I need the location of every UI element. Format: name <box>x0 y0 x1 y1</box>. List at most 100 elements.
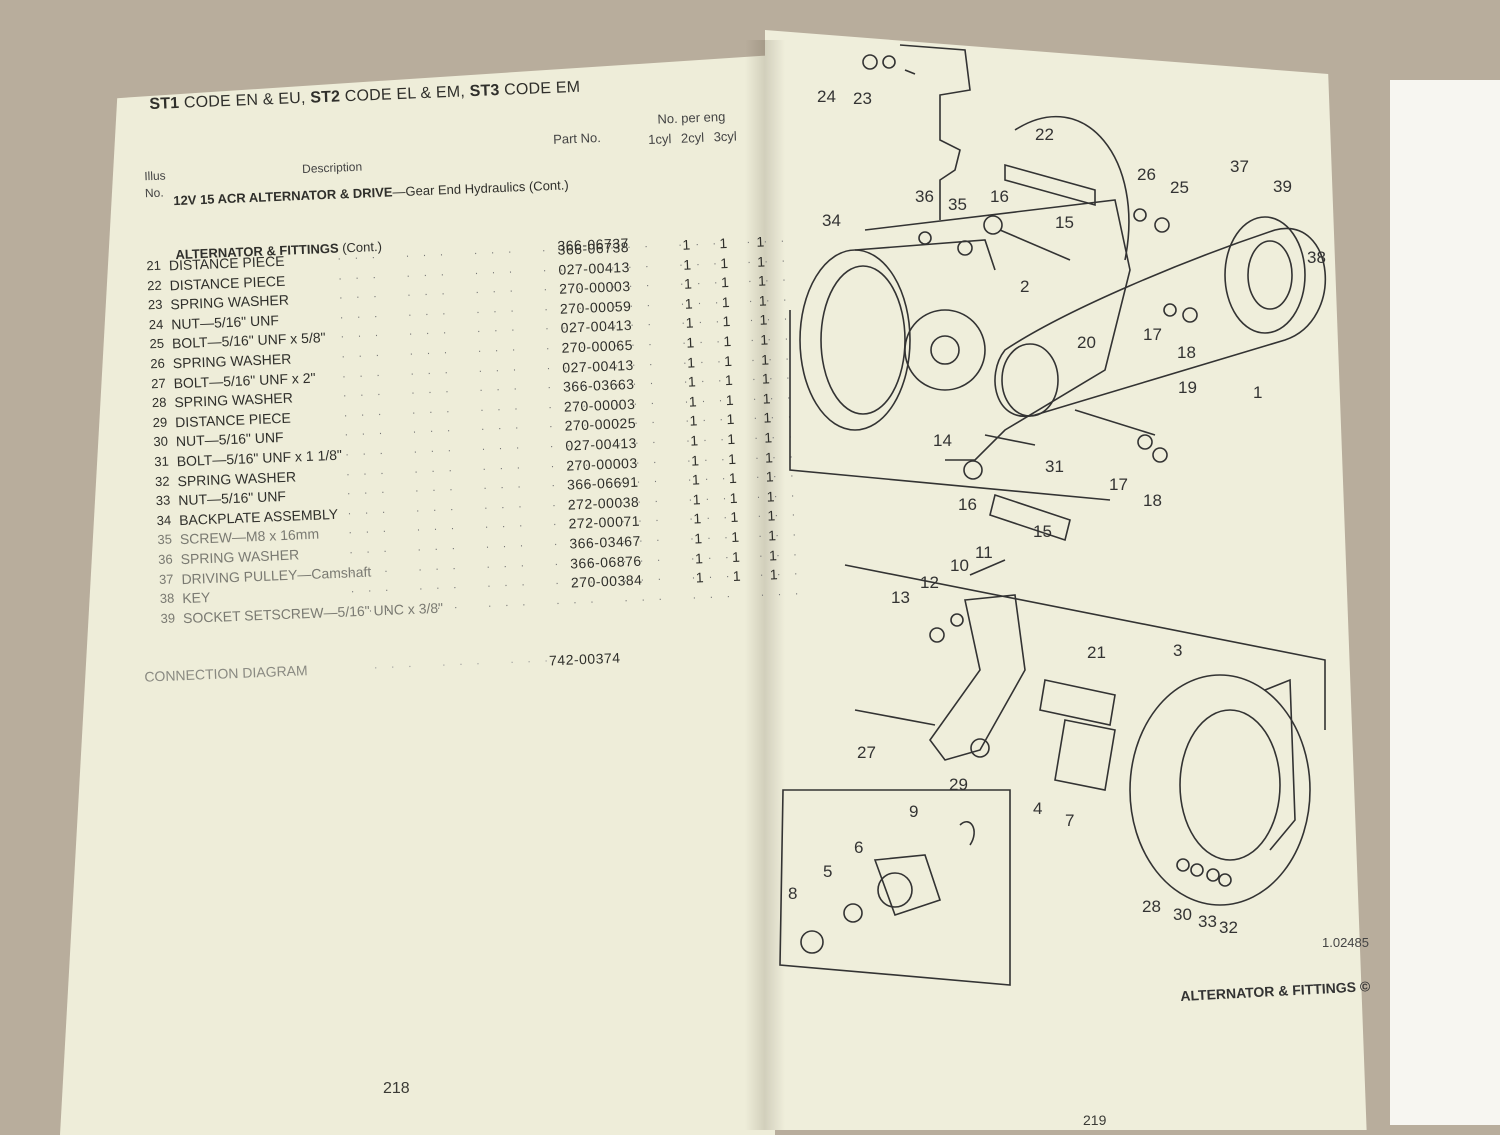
backplate-assembly <box>864 199 1131 461</box>
page-number-right: 219 <box>1083 1112 1107 1128</box>
illus-number: 29 <box>152 414 168 430</box>
bolt-31 <box>984 434 1036 446</box>
part-description: NUT—5/16" UNF <box>175 429 284 450</box>
callout-label: 15 <box>1033 522 1052 541</box>
callout-label: 2 <box>1020 277 1029 296</box>
part-description: NUT—5/16" UNF <box>178 488 287 509</box>
fan-wheel <box>904 309 986 391</box>
drawing-linework <box>779 44 1327 986</box>
callout-label: 32 <box>1219 918 1238 937</box>
callout-label: 22 <box>1035 125 1054 144</box>
washer-17-top <box>1163 303 1177 317</box>
regulator-4 <box>1054 719 1116 791</box>
nut-32 <box>1218 873 1232 887</box>
illus-number: 22 <box>146 277 162 293</box>
illus-number: 31 <box>153 453 170 470</box>
distance-piece-22 <box>1004 163 1096 207</box>
washer-16 <box>963 460 983 480</box>
alternator-pulley <box>1001 343 1059 417</box>
illus-number: 33 <box>155 492 171 509</box>
callout-label: 5 <box>823 862 832 881</box>
plug-6 <box>873 854 942 917</box>
inset-frame <box>779 789 1011 986</box>
illus-number: 23 <box>147 296 163 313</box>
part-description: SPRING WASHER <box>170 291 290 313</box>
illus-number: 36 <box>157 551 173 568</box>
bolt-19 <box>1074 409 1156 436</box>
frame-line-upper <box>789 310 1111 501</box>
callout-label: 14 <box>933 431 952 450</box>
parts-list: ST1 CODE EN & EU, ST2 CODE EL & EM, ST3 … <box>100 44 812 1070</box>
column-header-cylinders: 1cyl 2cyl 3cyl <box>647 128 738 148</box>
left-page <box>60 55 775 1135</box>
washer-23 <box>882 55 896 69</box>
header-st2: ST2 <box>309 88 341 107</box>
page-number-left: 218 <box>383 1080 410 1097</box>
nut-24 <box>862 54 878 70</box>
part-description: DISTANCE PIECE <box>168 252 285 274</box>
washer-33 <box>1206 868 1220 882</box>
illus-number: 27 <box>150 375 166 391</box>
washer-28 <box>1176 858 1190 872</box>
callout-label: 26 <box>1137 165 1156 184</box>
header-code1: CODE EN & EU, <box>179 89 311 112</box>
illus-number: 38 <box>159 590 175 607</box>
screw-11 <box>969 559 1006 576</box>
column-header-illus-line1: Illus <box>144 168 166 184</box>
callout-label: 28 <box>1142 897 1161 916</box>
illus-number: 34 <box>156 512 172 528</box>
header-code3: CODE EM <box>499 78 581 99</box>
illus-number: 28 <box>151 394 167 411</box>
callout-label: 33 <box>1198 912 1217 931</box>
fan-hub <box>930 335 960 365</box>
callout-label: 31 <box>1045 457 1064 476</box>
screw-35 <box>957 240 973 256</box>
header-code2: CODE EL & EM, <box>339 83 470 106</box>
washer-26 <box>1133 208 1147 222</box>
callout-label: 4 <box>1033 799 1042 818</box>
callout-label: 10 <box>950 556 969 575</box>
section-title: 12V 15 ACR ALTERNATOR & DRIVE—Gear End H… <box>173 177 569 208</box>
callout-label: 25 <box>1170 178 1189 197</box>
callout-label: 11 <box>975 543 993 562</box>
illus-number: 35 <box>157 531 173 548</box>
shroud-top <box>854 239 996 271</box>
callout-label: 16 <box>990 187 1009 206</box>
washer-12 <box>950 613 964 627</box>
section-title-rest: —Gear End Hydraulics (Cont.) <box>392 177 569 200</box>
connection-diagram-row: CONNECTION DIAGRAM ... ... ... ... 742-0… <box>144 643 784 685</box>
clip-9 <box>959 821 975 846</box>
callout-label: 23 <box>853 89 872 108</box>
fan-shroud <box>799 249 911 431</box>
bolt-27 <box>854 709 936 726</box>
callout-label: 38 <box>1307 248 1326 267</box>
distance-piece-15 <box>989 493 1071 542</box>
callout-label: 16 <box>958 495 977 514</box>
part-description: DISTANCE PIECE <box>174 409 292 431</box>
bolt-25 <box>1154 217 1170 233</box>
washer-16-top <box>983 215 1003 235</box>
illus-number: 39 <box>160 610 176 626</box>
plug-socket <box>877 872 913 908</box>
illus-number: 26 <box>150 355 166 372</box>
distance-piece-29 <box>970 738 990 758</box>
callout-label: 37 <box>1230 157 1249 176</box>
header-st1: ST1 <box>149 94 180 114</box>
callout-label: 8 <box>788 884 797 903</box>
callout-label: 12 <box>920 573 939 592</box>
nut-18 <box>1152 447 1168 463</box>
column-header-illus-line2: No. <box>144 185 164 201</box>
column-header-part-no: Part No. <box>552 129 602 147</box>
callout-label: 7 <box>1065 811 1074 830</box>
back-page <box>1390 80 1500 1125</box>
part-description: DISTANCE PIECE <box>169 272 286 293</box>
part-description: SPRING WASHER <box>174 389 294 411</box>
callout-label: 15 <box>1055 213 1074 232</box>
connection-diagram-label: CONNECTION DIAGRAM <box>144 662 308 685</box>
top-bracket <box>899 44 971 220</box>
part-description: SPRING WASHER <box>180 546 300 568</box>
column-header-illus: Illus No. <box>144 167 167 202</box>
illus-number: 37 <box>158 571 174 587</box>
callout-label: 19 <box>1178 378 1197 397</box>
